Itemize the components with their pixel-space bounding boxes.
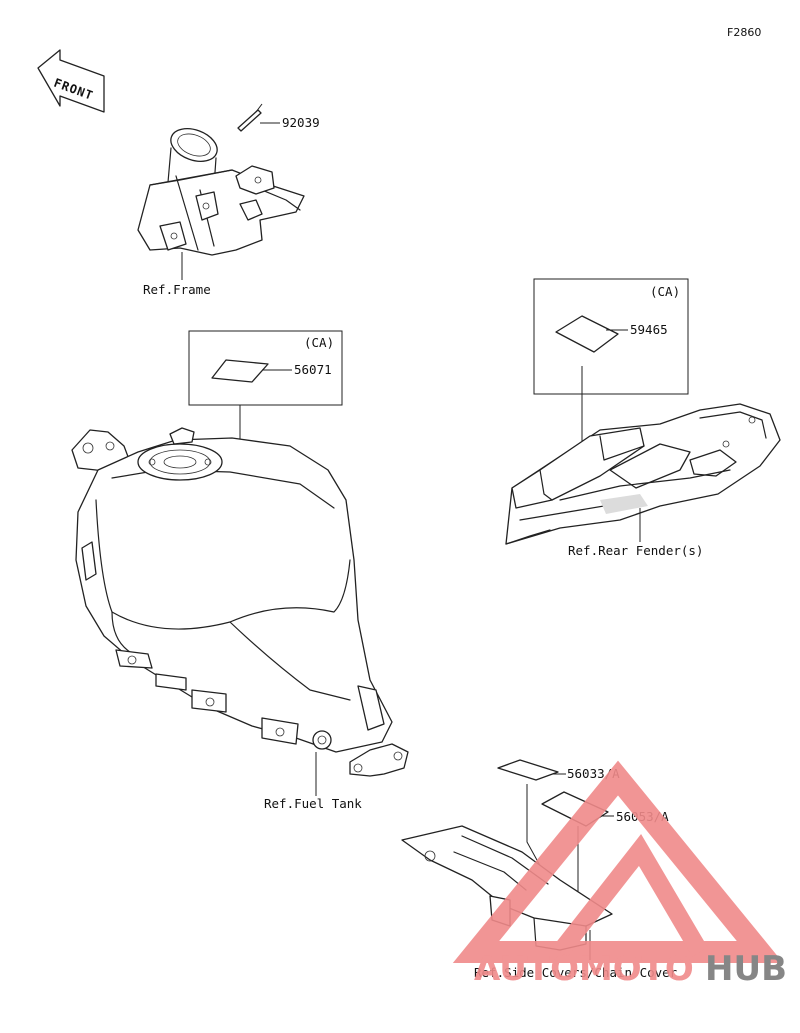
watermark-logo: AUTOMOTO HUB — [452, 760, 787, 989]
front-arrow-icon: FRONT — [37, 49, 105, 113]
ref-side-covers-label: Ref.Side Covers/Chain Cover — [474, 965, 678, 980]
ref-rear-fender-label: Ref.Rear Fender(s) — [568, 543, 703, 558]
ca-tag-left: (CA) — [304, 335, 334, 350]
part-number-56071: 56071 — [294, 362, 332, 377]
ca-box-left — [188, 330, 343, 406]
figure-code: F2860 — [727, 26, 761, 39]
rear-fender-drawing — [505, 403, 781, 545]
part-number-59465: 59465 — [630, 322, 668, 337]
frame-head-drawing — [137, 103, 305, 256]
label-56071-icon — [211, 359, 269, 383]
fuel-tank-drawing — [71, 427, 409, 777]
watermark-text-hub: HUB — [705, 949, 787, 989]
label-59465-icon — [555, 315, 619, 353]
ref-frame-label: Ref.Frame — [143, 282, 211, 297]
ca-tag-right: (CA) — [650, 284, 680, 299]
ca-box-right — [533, 278, 689, 395]
label-56033-icon — [497, 759, 559, 781]
watermark-text-automoto: AUTOMOTO — [474, 949, 694, 989]
part-number-92039: 92039 — [282, 115, 320, 130]
ref-fuel-tank-label: Ref.Fuel Tank — [264, 796, 362, 811]
